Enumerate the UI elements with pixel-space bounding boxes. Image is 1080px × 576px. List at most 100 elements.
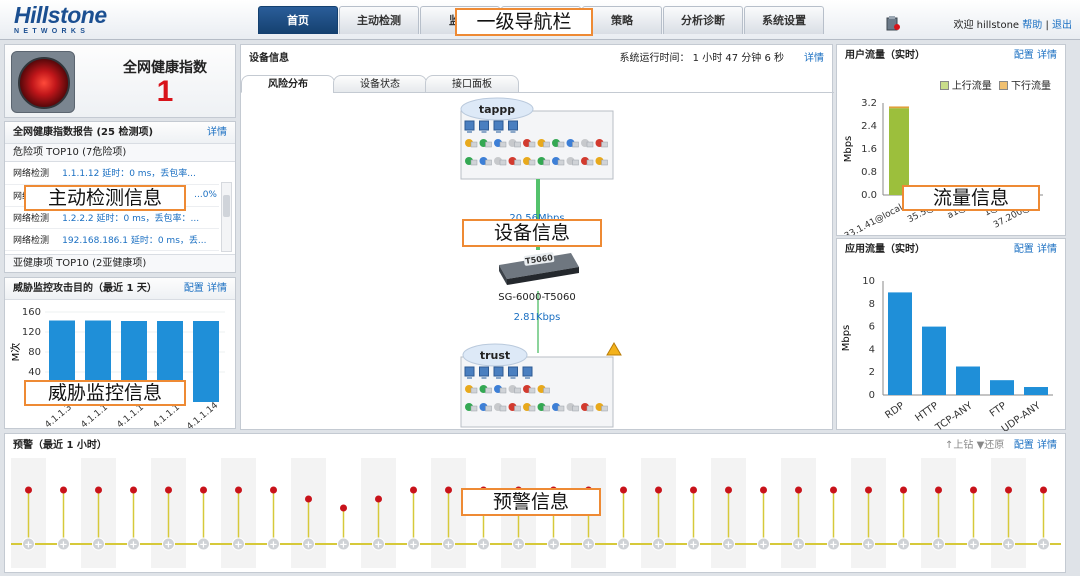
bar bbox=[922, 326, 946, 395]
y-tick-label: 160 bbox=[22, 307, 41, 318]
cloud-icon bbox=[460, 97, 534, 121]
threat-title: 威胁监控攻击目的（最近 1 天） bbox=[13, 283, 157, 294]
tab-analysis[interactable]: 分析诊断 bbox=[663, 6, 743, 34]
alert-point bbox=[305, 495, 312, 503]
host-icon bbox=[528, 159, 536, 166]
drill-up-button[interactable]: ↑上钻 bbox=[944, 440, 974, 451]
host-icon bbox=[601, 141, 608, 148]
threat-detail-link[interactable]: 详情 bbox=[207, 283, 227, 294]
risk-top10-label: 危险项 TOP10 (7危险项) bbox=[5, 144, 235, 162]
plus-icon: + bbox=[724, 540, 732, 551]
subhealth-top10-label: 亚健康项 TOP10 (2亚健康项) bbox=[5, 254, 235, 272]
host-icon bbox=[499, 405, 507, 412]
alert-point bbox=[620, 486, 627, 494]
bar bbox=[956, 366, 980, 395]
x-tick-label: 33.1.41@local bbox=[843, 203, 904, 235]
host-icon bbox=[528, 405, 536, 412]
zone-box-trust bbox=[460, 356, 614, 428]
pc-icon bbox=[508, 120, 518, 131]
legend-down-label: 下行流量 bbox=[1011, 81, 1051, 92]
hillstone-logo: Hillstone NETWORKS bbox=[14, 3, 134, 37]
row-type: 网络检测 bbox=[5, 162, 55, 185]
subtab-interface[interactable]: 接口面板 bbox=[425, 75, 519, 93]
plus-icon: + bbox=[934, 540, 942, 551]
x-tick-label: 4.1.1.3 bbox=[43, 403, 74, 428]
x-tick-label: 4.1.1.14 bbox=[185, 401, 220, 428]
app-flow-header: 应用流量（实时） 配置 详情 bbox=[837, 239, 1065, 261]
report-detail-link[interactable]: 详情 bbox=[207, 127, 227, 138]
help-link[interactable]: 帮助 bbox=[1022, 20, 1043, 31]
device-status-icon[interactable] bbox=[886, 15, 900, 31]
host-icon bbox=[557, 141, 565, 148]
x-tick-label: 4.1.1.1 bbox=[151, 403, 182, 428]
expand-node bbox=[302, 537, 315, 551]
alert-point bbox=[445, 486, 452, 494]
alert-point bbox=[235, 486, 242, 494]
plus-icon: + bbox=[374, 540, 382, 551]
pc-icon bbox=[479, 366, 489, 377]
expand-node bbox=[792, 537, 805, 551]
plus-icon: + bbox=[94, 540, 102, 551]
zone-top-label: tappp bbox=[479, 103, 515, 116]
plus-icon: + bbox=[269, 540, 277, 551]
app-flow-config-link[interactable]: 配置 bbox=[1013, 244, 1034, 255]
alert-detail-link[interactable]: 详情 bbox=[1037, 440, 1057, 451]
alert-point bbox=[410, 486, 417, 494]
plus-icon: + bbox=[444, 540, 452, 551]
host-icon bbox=[528, 141, 536, 148]
restore-button[interactable]: ▼还原 bbox=[976, 440, 1005, 451]
user-area: 欢迎 hillstone 帮助 | 退出 bbox=[953, 16, 1072, 31]
callout-active-detect: 主动检测信息 bbox=[24, 185, 186, 211]
user-flow-config-link[interactable]: 配置 bbox=[1013, 50, 1034, 61]
pc-stand bbox=[467, 376, 472, 379]
y-axis-label: M次 bbox=[9, 343, 22, 362]
expand-node bbox=[162, 537, 175, 551]
host-icon bbox=[557, 159, 565, 166]
alert-point bbox=[130, 486, 137, 494]
user-flow-detail-link[interactable]: 详情 bbox=[1037, 50, 1057, 61]
threat-config-link[interactable]: 配置 bbox=[183, 283, 204, 294]
tab-active-detect[interactable]: 主动检测 bbox=[339, 6, 419, 34]
host-icon bbox=[485, 141, 492, 148]
alert-config-link[interactable]: 配置 bbox=[1013, 440, 1034, 451]
tab-home[interactable]: 首页 bbox=[258, 6, 338, 34]
expand-node bbox=[582, 537, 595, 551]
y-tick-label: 8 bbox=[869, 299, 875, 310]
row-info: 1.2.2.2 延时：0 ms，丢包率：... bbox=[54, 206, 219, 229]
app-flow-detail-link[interactable]: 详情 bbox=[1037, 244, 1057, 255]
callout-traffic: 流量信息 bbox=[902, 185, 1040, 211]
alert-point bbox=[935, 486, 942, 494]
y-tick-label: 3.2 bbox=[861, 98, 877, 109]
tab-policy[interactable]: 策略 bbox=[582, 6, 662, 34]
plus-icon: + bbox=[654, 540, 662, 551]
subtab-status[interactable]: 设备状态 bbox=[333, 75, 427, 93]
tab-system-settings[interactable]: 系统设置 bbox=[744, 6, 824, 34]
pc-icon bbox=[493, 120, 504, 131]
report-scrollbar[interactable] bbox=[221, 182, 232, 252]
subtab-risk[interactable]: 风险分布 bbox=[241, 75, 335, 93]
pc-stand bbox=[481, 130, 487, 133]
expand-node bbox=[1002, 537, 1015, 551]
bar bbox=[990, 380, 1014, 395]
logout-link[interactable]: 退出 bbox=[1052, 20, 1072, 31]
pc-icon bbox=[479, 120, 489, 131]
user-flow-legend: 上行流量 下行流量 bbox=[939, 77, 1051, 92]
alert-title: 预警（最近 1 小时） bbox=[13, 440, 107, 451]
host-icon bbox=[586, 405, 594, 412]
plus-icon: + bbox=[199, 540, 207, 551]
expand-node bbox=[127, 537, 140, 551]
topology-diagram: tappp 20.56Mbps 2.81Kbps T5060 SG-6000-T… bbox=[460, 97, 622, 428]
y-tick-label: 10 bbox=[862, 276, 875, 287]
expand-node bbox=[337, 537, 350, 551]
alert-point bbox=[795, 486, 802, 494]
host-icon bbox=[499, 159, 507, 166]
alert-point bbox=[200, 486, 207, 494]
x-tick-label: TCP-ANY bbox=[933, 400, 975, 431]
device-detail-link[interactable]: 详情 bbox=[804, 53, 824, 64]
alert-header: 预警（最近 1 小时） ↑上钻 ▼还原 配置 详情 bbox=[5, 434, 1065, 458]
